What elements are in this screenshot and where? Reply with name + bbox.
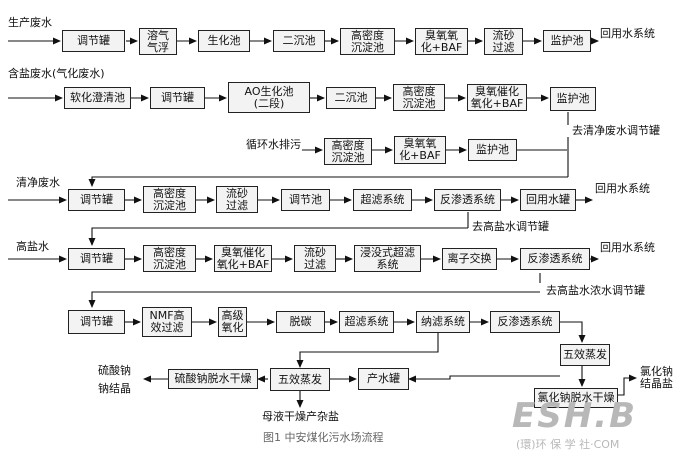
row5-adjustment-tank: 调节罐 (68, 248, 125, 270)
row5-output-label: 回用水系统 (600, 241, 655, 254)
row6-nanofiltration: 纳滤系统 (416, 311, 470, 333)
nacl-dewatering-dryer: 氯化钠脱水干燥 (534, 388, 618, 408)
row6-advanced-oxidation: 高级 氧化 (218, 307, 247, 337)
row5-sand-filter: 流砂 过滤 (294, 245, 336, 272)
row3-high-density-clarifier: 高密度 沉淀池 (324, 138, 372, 165)
row1-monitoring-pond: 监护池 (543, 30, 591, 52)
na2so4-dewatering-dryer: 硫酸钠脱水干燥 (168, 369, 258, 389)
row1-sand-filter: 流砂 过滤 (484, 28, 523, 55)
row4-reverse-osmosis: 反渗透系统 (434, 189, 501, 211)
row1-ozone-baf: 臭氧氧 化+BAF (415, 28, 468, 55)
row4-sand-filter: 流砂 过滤 (216, 186, 258, 213)
row5-ion-exchange: 离子交换 (442, 248, 497, 270)
row2-high-density-clarifier: 高密度 沉淀池 (393, 84, 445, 111)
row4-output-label: 回用水系统 (595, 182, 650, 195)
row2-secondary-clarifier: 二沉池 (326, 87, 376, 109)
row2-monitoring-pond: 监护池 (550, 87, 596, 111)
row5-submerged-ultrafiltration: 浸没式超滤 系统 (354, 245, 421, 272)
row3-ozone-baf: 臭氧氧 化+BAF (394, 136, 446, 164)
row6-reverse-osmosis: 反渗透系统 (490, 311, 560, 333)
row1-secondary-clarifier: 二沉池 (273, 30, 325, 52)
row2-adjustment-tank: 调节罐 (150, 87, 205, 109)
row4-ultrafiltration: 超滤系统 (353, 189, 412, 211)
row1-dissolved-air-flotation: 溶气 气浮 (139, 28, 177, 55)
figure-caption: 图1 中安煤化污水场流程 (263, 431, 384, 444)
na2so4-crystal-output: 硫酸钠 钠结晶 (98, 364, 131, 395)
source-label-high-salt-water: 高盐水 (16, 240, 49, 253)
row5-reverse-osmosis: 反渗透系统 (520, 248, 590, 270)
row6-decarbonization: 脱碳 (276, 311, 325, 333)
row3-monitoring-pond: 监护池 (468, 139, 517, 161)
source-label-circulating-water: 循环水排污 (246, 138, 301, 151)
row4-reuse-water-tank: 回用水罐 (520, 189, 576, 211)
row2-ao-bioreactor: AO生化池 (二段) (228, 82, 310, 113)
row6-adjustment-tank: 调节罐 (68, 310, 125, 334)
row5-output-to-brine-tank: 去高盐水浓水调节罐 (546, 284, 645, 297)
five-effect-evaporator-left: 五效蒸发 (270, 368, 330, 391)
row2-softening-clarifier: 软化澄清池 (64, 87, 131, 109)
row4-output-to-high-salt: 去高盐水调节罐 (472, 220, 549, 233)
row1-high-density-clarifier: 高密度 沉淀池 (340, 28, 395, 55)
row6-ultrafiltration: 超滤系统 (339, 311, 394, 333)
row1-adjustment-tank: 调节罐 (62, 30, 125, 52)
watermark-logo: ESH.B (512, 396, 637, 436)
row4-adjustment-pond: 调节池 (281, 189, 330, 211)
watermark-text: (環)环 保 学 社·COM (516, 438, 620, 451)
row2-output-label: 去清净废水调节罐 (572, 124, 660, 137)
source-label-saline-wastewater: 含盐废水(气化废水) (8, 67, 105, 80)
nacl-crystal-salt-output: 氯化钠 结晶盐 (640, 365, 673, 390)
five-effect-evaporator-right: 五效蒸发 (560, 344, 610, 366)
product-water-tank: 产水罐 (358, 368, 409, 390)
row1-biochemical-tank: 生化池 (198, 30, 250, 52)
row5-catalytic-ozone-baf: 臭氧催化 氧化+BAF (214, 245, 272, 272)
row4-adjustment-tank: 调节罐 (68, 189, 125, 211)
row1-output-label: 回用水系统 (600, 27, 655, 40)
row4-high-density-clarifier: 高密度 沉淀池 (143, 186, 196, 213)
source-label-production-wastewater: 生产废水 (8, 16, 52, 29)
row6-nmf-filter: NMF高 效过滤 (142, 307, 192, 337)
row5-high-density-clarifier: 高密度 沉淀池 (143, 245, 196, 272)
source-label-clean-wastewater: 清净废水 (16, 176, 60, 189)
mother-liquor-mixed-salt: 母液干燥产杂盐 (262, 410, 339, 423)
row2-catalytic-ozone-baf: 臭氧催化 氧化+BAF (467, 84, 527, 111)
